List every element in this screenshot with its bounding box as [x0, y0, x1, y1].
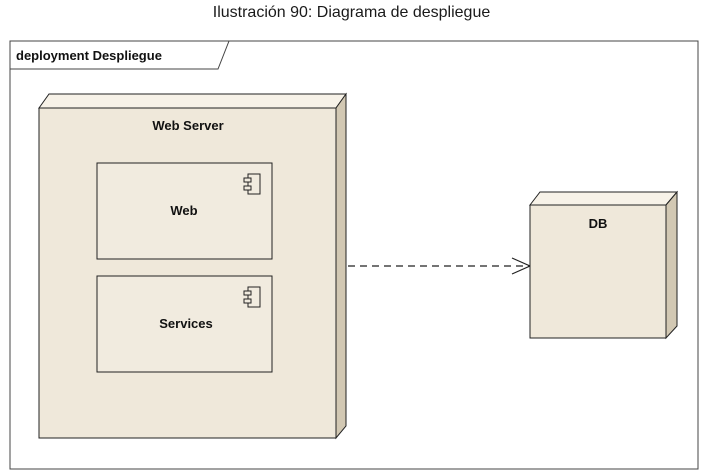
node-web-server-side [335, 92, 347, 440]
component-services-label: Services [159, 316, 213, 331]
component-web-box [96, 162, 273, 260]
node-db[interactable]: DB [528, 190, 679, 340]
component-services-box [96, 275, 273, 373]
frame-label: deployment Despliegue [16, 48, 162, 63]
component-icon [243, 173, 261, 195]
frame-label-tab [9, 40, 230, 70]
node-db-top [528, 191, 679, 206]
node-db-front [529, 204, 667, 339]
node-db-side [665, 190, 678, 340]
node-web-server-top [38, 93, 347, 109]
component-icon [243, 286, 261, 308]
node-db-label: DB [589, 216, 608, 231]
component-web[interactable]: Web [96, 162, 273, 260]
component-services[interactable]: Services [96, 275, 273, 373]
diagram-caption: Ilustración 90: Diagrama de despliegue [212, 4, 491, 21]
node-web-server-front [38, 107, 337, 439]
component-web-label: Web [170, 203, 197, 218]
node-web-server-label: Web Server [152, 118, 223, 133]
node-web-server[interactable]: Web Server [38, 92, 347, 440]
